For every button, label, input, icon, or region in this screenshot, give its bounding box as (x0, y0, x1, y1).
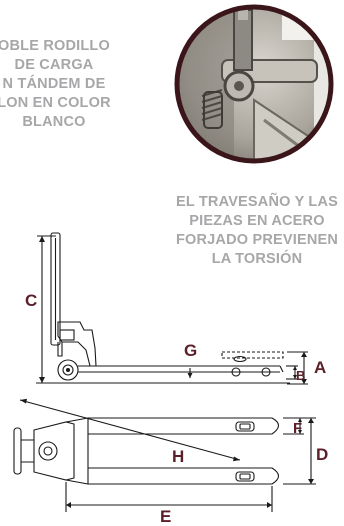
dimension-label-c: C (25, 291, 38, 310)
dimension-label-g: G (184, 341, 198, 360)
caption-line: OBLE RODILLO (0, 38, 110, 54)
caption-line: EL TRAVESAÑO Y LAS (175, 194, 339, 210)
dimension-label-b: B (296, 368, 306, 383)
caption-line: DE CARGA (14, 57, 94, 73)
detail-photo-inset (174, 4, 334, 164)
dimension-label-f: F (293, 420, 303, 437)
side-view (36, 232, 308, 385)
caption-line: LON EN COLOR (0, 95, 111, 111)
caption-line: N TÁNDEM DE (2, 76, 106, 92)
pallet-truck-dimension-drawing (13, 232, 316, 512)
caption-tandem-rollers: OBLE RODILLO DE CARGA N TÁNDEM DE LON EN… (0, 37, 134, 132)
top-view (13, 398, 316, 512)
caption-line: BLANCO (22, 114, 86, 130)
caption-line: LA TORSIÓN (211, 251, 303, 267)
dimension-label-d: D (316, 445, 329, 464)
caption-forged-steel: EL TRAVESAÑO Y LAS PIEZAS EN ACERO FORJA… (174, 193, 340, 269)
dimension-label-h: H (172, 447, 185, 466)
caption-line: PIEZAS EN ACERO (189, 213, 325, 229)
dimension-label-a: A (314, 358, 327, 377)
dimension-label-e: E (160, 507, 172, 526)
caption-line: FORJADO PREVIENEN (175, 232, 339, 248)
